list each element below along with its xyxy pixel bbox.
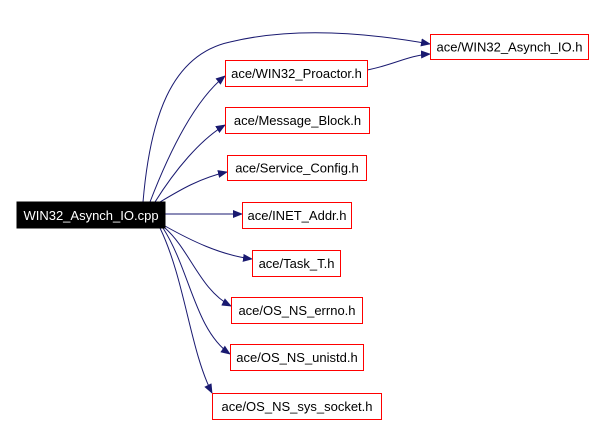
node-label: ace/Task_T.h [259,256,335,271]
node-label: ace/OS_NS_errno.h [238,303,355,318]
node-box [230,344,364,371]
node-service-config-h[interactable]: ace/Service_Config.h [227,155,367,181]
node-label: ace/OS_NS_unistd.h [236,350,357,365]
node-os-ns-unistd-h[interactable]: ace/OS_NS_unistd.h [230,344,364,371]
node-label: ace/Message_Block.h [234,113,361,128]
node-os-ns-sys-socket-h[interactable]: ace/OS_NS_sys_socket.h [212,393,382,420]
edge-root-to-os-ns-unistd-h [162,227,231,355]
node-os-ns-errno-h[interactable]: ace/OS_NS_errno.h [231,297,363,324]
edge-root-to-message-block-h [154,124,226,203]
edges [142,32,431,394]
node-label: ace/INET_Addr.h [248,208,347,223]
node-label: ace/OS_NS_sys_socket.h [221,399,372,414]
root-node-label: WIN32_Asynch_IO.cpp [23,208,158,223]
node-inet-addr-h[interactable]: ace/INET_Addr.h [242,202,352,229]
node-box [231,297,363,324]
node-box [242,202,352,229]
node-message-block-h[interactable]: ace/Message_Block.h [225,107,370,134]
edge-root-to-service-config-h [159,170,228,203]
node-box [225,107,370,134]
edge-proactor-h-to-asynch-io-h [366,50,431,71]
node-label: ace/Service_Config.h [235,161,359,176]
node-root[interactable]: WIN32_Asynch_IO.cpp [16,201,166,229]
node-box [252,250,341,277]
edge-root-to-os-ns-sys-socket-h [159,227,213,394]
node-box [225,60,368,87]
node-box [212,393,382,420]
node-label: ace/WIN32_Asynch_IO.h [437,40,583,55]
node-box [227,155,367,181]
node-asynch-io-h[interactable]: ace/WIN32_Asynch_IO.h [430,34,589,60]
node-box [430,34,589,60]
root-node-box [16,201,166,229]
edge-root-to-proactor-h [149,75,226,203]
node-task-t-h[interactable]: ace/Task_T.h [252,250,341,277]
node-label: ace/WIN32_Proactor.h [231,66,362,81]
edge-root-to-os-ns-errno-h [164,227,232,307]
edge-root-to-task-t-h [164,225,253,262]
node-proactor-h[interactable]: ace/WIN32_Proactor.h [225,60,368,87]
edge-root-to-asynch-io-h [142,32,431,203]
